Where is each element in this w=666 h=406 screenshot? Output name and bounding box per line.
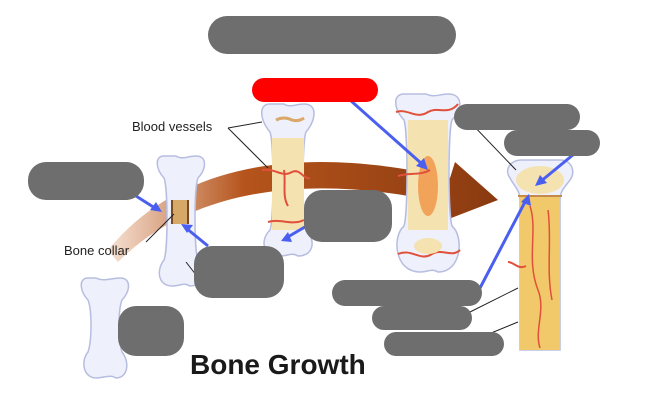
answer-box-lower-right-3[interactable] xyxy=(384,332,504,356)
answer-box-center[interactable] xyxy=(304,190,392,242)
growth-arrow xyxy=(108,161,498,262)
blood-vessels-label: Blood vessels xyxy=(132,119,213,134)
bone-collar-label: Bone collar xyxy=(64,243,130,258)
answer-box-right-2[interactable] xyxy=(504,130,600,156)
answer-box-lower-left[interactable] xyxy=(194,246,284,298)
secondary-ossification-stage xyxy=(395,93,461,273)
mature-bone xyxy=(506,159,574,351)
answer-box-lower-right-2[interactable] xyxy=(372,306,472,330)
answer-box-top-title[interactable] xyxy=(208,16,456,54)
cartilage-model xyxy=(80,277,130,379)
answer-boxes xyxy=(28,16,600,356)
answer-box-model[interactable] xyxy=(118,306,184,356)
pointer-arrows xyxy=(135,98,575,289)
answer-box-right-1[interactable] xyxy=(454,104,580,130)
primary-ossification-stage xyxy=(261,103,315,257)
pointer-arrowheads xyxy=(150,158,547,242)
answer-box-left[interactable] xyxy=(28,162,144,200)
diagram-title: Bone Growth xyxy=(190,349,366,380)
answer-box-lower-right-1[interactable] xyxy=(332,280,482,306)
highlighted-answer-box[interactable] xyxy=(252,78,378,102)
bone-collar-stage xyxy=(156,155,206,287)
